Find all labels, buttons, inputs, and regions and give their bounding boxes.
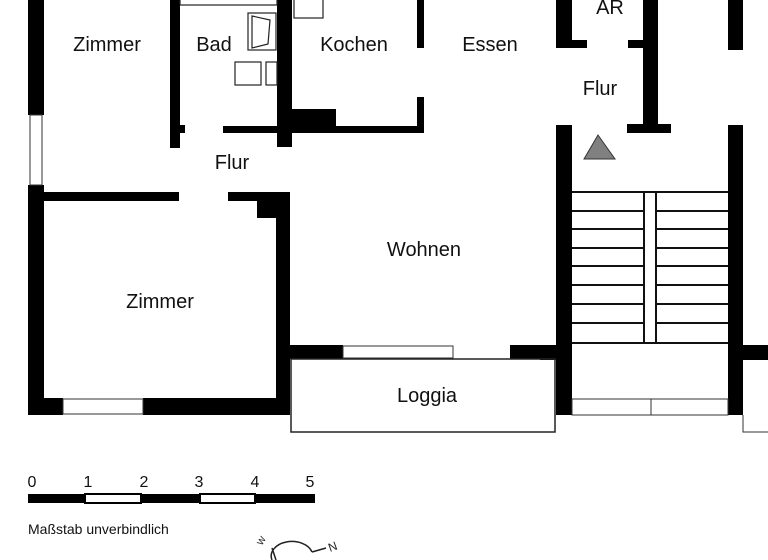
wall [627, 124, 671, 133]
scale-tick-label: 0 [28, 474, 37, 491]
wall [143, 398, 290, 415]
scale-tick-label: 3 [195, 474, 204, 491]
room-label-wohnen: Wohnen [387, 239, 461, 261]
scale-tick-label: 2 [140, 474, 149, 491]
window [571, 398, 729, 416]
scale-tick-label: 5 [306, 474, 315, 491]
wall [28, 185, 44, 415]
toilet-box [247, 12, 277, 51]
wall [276, 192, 290, 415]
outline [742, 415, 768, 433]
compass-west-label: W [255, 534, 268, 547]
scale-segment [84, 493, 142, 504]
wall [728, 0, 743, 50]
wall [556, 40, 587, 48]
room-label-flur: Flur [583, 78, 618, 100]
walls [28, 0, 768, 415]
wall [417, 0, 424, 48]
scale-segment [28, 494, 85, 503]
scale-bar: 0 1 2 3 4 5 Maßstab unverbindlich [28, 474, 315, 537]
toilet [251, 15, 271, 49]
room-label-loggia: Loggia [397, 385, 458, 407]
wall [540, 345, 556, 360]
wall [643, 0, 658, 130]
staircase [572, 191, 728, 344]
room-labels: Zimmer Bad Kochen Essen AR Flur Flur Woh… [73, 0, 624, 407]
wall [417, 97, 424, 133]
compass: N W [255, 534, 339, 560]
room-label-flur: Flur [215, 152, 250, 174]
wall [728, 125, 743, 415]
scale-segment [255, 494, 315, 503]
wall [277, 0, 292, 147]
window [62, 398, 144, 415]
loggia-outline [290, 358, 556, 433]
wall [170, 0, 180, 148]
bathroom-fixtures [179, 0, 324, 86]
room-label-zimmer: Zimmer [126, 291, 194, 313]
scale-tick-label: 4 [251, 474, 260, 491]
window [29, 114, 43, 186]
scale-tick-label: 1 [84, 474, 93, 491]
wall [290, 345, 343, 359]
wall [28, 0, 44, 115]
wall [292, 109, 336, 126]
room-label-kochen: Kochen [320, 34, 388, 56]
wall [556, 0, 572, 48]
sink [265, 61, 278, 86]
scale-segment [199, 493, 256, 504]
wall [628, 40, 645, 48]
wall [180, 125, 185, 133]
stair-railing [643, 191, 657, 344]
wall [743, 345, 768, 360]
stair-up-marker [583, 134, 616, 160]
compass-north-label: N [326, 539, 339, 555]
room-label-bad: Bad [196, 34, 232, 56]
compass-needle [311, 547, 327, 553]
wall [28, 398, 63, 415]
kitchen-counter [293, 0, 324, 19]
bathtub [179, 0, 278, 6]
scale-note: Maßstab unverbindlich [28, 521, 169, 537]
room-label-ar: AR [596, 0, 624, 19]
windows [29, 114, 768, 433]
wall [556, 125, 572, 415]
room-label-zimmer: Zimmer [73, 34, 141, 56]
sink [234, 61, 262, 86]
compass-needle [271, 547, 277, 560]
compass-arc [270, 540, 313, 560]
wall [44, 192, 179, 201]
wall [257, 192, 277, 218]
wall [223, 126, 424, 133]
scale-segment [141, 494, 200, 503]
room-label-essen: Essen [462, 34, 518, 56]
window [342, 345, 454, 359]
